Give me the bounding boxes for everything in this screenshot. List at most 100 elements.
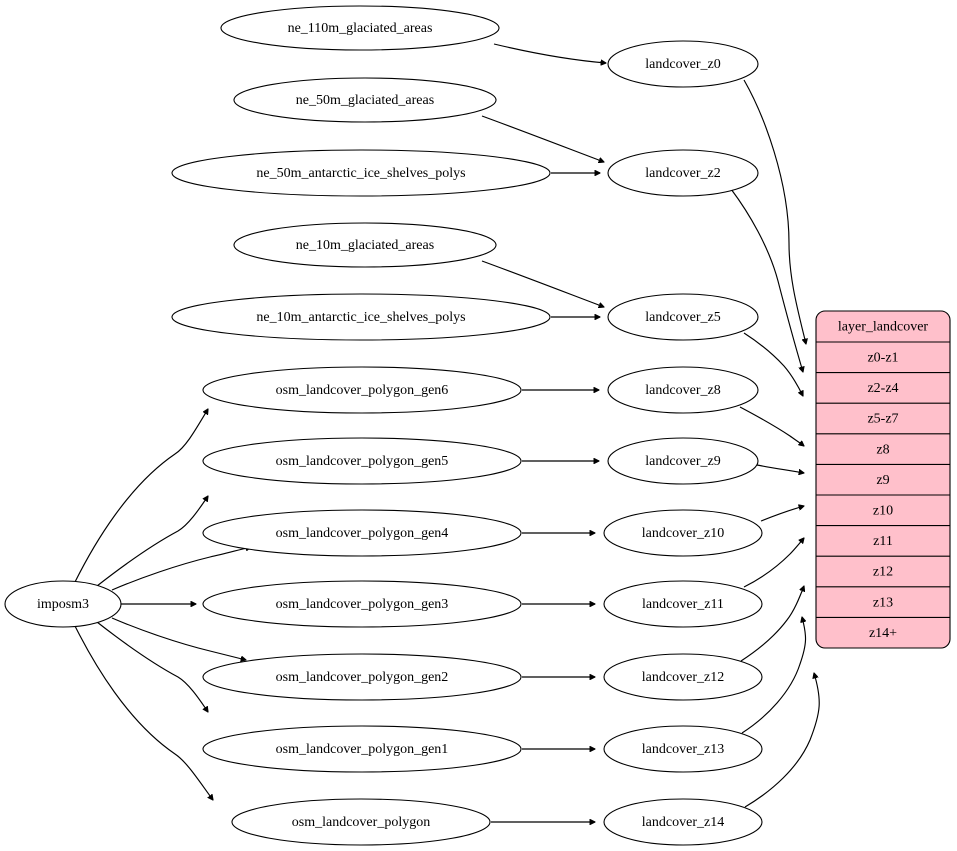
edge-landcover_z5-to-layer_landcover_row_2 [743, 332, 803, 396]
node-ne_10m_glaciated_areas[interactable]: ne_10m_glaciated_areas [233, 222, 497, 268]
node-shape-landcover_z11 [603, 580, 763, 628]
record-row-z13[interactable]: z13 [873, 595, 893, 610]
node-landcover_z5[interactable]: landcover_z5 [607, 293, 759, 341]
node-label-landcover_z10: landcover_z10 [642, 526, 724, 541]
edge-landcover_z11-to-layer_landcover_row_6 [743, 538, 804, 588]
node-label-osm_landcover_polygon_gen1: osm_landcover_polygon_gen1 [276, 742, 449, 757]
node-ne_110m_glaciated_areas[interactable]: ne_110m_glaciated_areas [220, 5, 500, 51]
edge-ne_110m_glaciated_areas-to-landcover_z0 [493, 43, 606, 63]
node-shape-ne_50m_glaciated_areas [233, 77, 497, 123]
node-osm_landcover_polygon_gen2[interactable]: osm_landcover_polygon_gen2 [202, 653, 522, 701]
node-landcover_z13[interactable]: landcover_z13 [603, 725, 763, 773]
node-shape-ne_10m_antarctic_ice_shelves_polys [171, 293, 551, 341]
edge-landcover_z14-to-layer_landcover_row_9 [744, 673, 820, 808]
record-row-z9[interactable]: z9 [876, 473, 889, 488]
node-shape-landcover_z5 [607, 293, 759, 341]
record-row-z11[interactable]: z11 [873, 534, 893, 549]
edge-landcover_z13-to-layer_landcover_row_8 [741, 617, 806, 734]
edge-landcover_z2-to-layer_landcover_row_1 [730, 188, 803, 372]
node-layer: ne_110m_glaciated_areas ne_50m_glaciated_… [4, 5, 763, 846]
node-ne_50m_glaciated_areas[interactable]: ne_50m_glaciated_areas [233, 77, 497, 123]
node-landcover_z8[interactable]: landcover_z8 [607, 366, 759, 414]
node-shape-landcover_z14 [603, 798, 763, 846]
node-shape-landcover_z2 [607, 149, 759, 197]
node-shape-landcover_z13 [603, 725, 763, 773]
edge-landcover_z0-to-layer_landcover_row_0 [743, 79, 806, 344]
node-label-osm_landcover_polygon_gen3: osm_landcover_polygon_gen3 [276, 597, 449, 612]
edge-landcover_z12-to-layer_landcover_row_7 [740, 586, 804, 662]
record-row-z12[interactable]: z12 [873, 565, 893, 580]
node-label-landcover_z5: landcover_z5 [645, 310, 720, 325]
record-row-z5-z7[interactable]: z5-z7 [867, 412, 898, 427]
record-row-z8[interactable]: z8 [876, 442, 889, 457]
node-label-landcover_z13: landcover_z13 [642, 742, 724, 757]
record-node-layer: layer_landcover z0-z1 z2-z4 z5-z7 z8 z9 z10 z11… [815, 310, 951, 649]
node-osm_landcover_polygon_gen1[interactable]: osm_landcover_polygon_gen1 [202, 725, 522, 773]
node-imposm3[interactable]: imposm3 [4, 580, 122, 628]
node-shape-osm_landcover_polygon_gen4 [202, 509, 522, 557]
edge-landcover_z10-to-layer_landcover_row_5 [760, 506, 804, 522]
record-row-z0-z1[interactable]: z0-z1 [867, 351, 898, 366]
node-landcover_z0[interactable]: landcover_z0 [607, 40, 759, 88]
node-label-landcover_z0: landcover_z0 [645, 57, 720, 72]
node-shape-ne_110m_glaciated_areas [220, 5, 500, 51]
node-label-landcover_z11: landcover_z11 [642, 597, 724, 612]
node-label-ne_50m_antarctic_ice_shelves_polys: ne_50m_antarctic_ice_shelves_polys [256, 166, 465, 181]
node-ne_50m_antarctic_ice_shelves_polys[interactable]: ne_50m_antarctic_ice_shelves_polys [171, 149, 551, 197]
node-label-ne_110m_glaciated_areas: ne_110m_glaciated_areas [288, 21, 433, 36]
record-row-z2-z4[interactable]: z2-z4 [867, 381, 898, 396]
node-landcover_z2[interactable]: landcover_z2 [607, 149, 759, 197]
node-shape-osm_landcover_polygon_gen5 [202, 437, 522, 485]
node-osm_landcover_polygon_gen6[interactable]: osm_landcover_polygon_gen6 [202, 366, 522, 414]
node-label-osm_landcover_polygon: osm_landcover_polygon [292, 815, 430, 830]
edge-landcover_z8-to-layer_landcover_row_3 [739, 406, 804, 446]
node-osm_landcover_polygon_gen5[interactable]: osm_landcover_polygon_gen5 [202, 437, 522, 485]
edge-imposm3-to-osm_landcover_polygon_gen5 [96, 496, 208, 587]
node-shape-landcover_z8 [607, 366, 759, 414]
edge-ne_50m_glaciated_areas-to-landcover_z2 [481, 115, 604, 162]
node-label-osm_landcover_polygon_gen2: osm_landcover_polygon_gen2 [276, 670, 449, 685]
edge-ne_10m_glaciated_areas-to-landcover_z5 [481, 260, 604, 307]
edge-imposm3-to-osm_landcover_polygon_gen2 [111, 617, 246, 660]
node-landcover_z12[interactable]: landcover_z12 [603, 653, 763, 701]
node-shape-osm_landcover_polygon [231, 798, 491, 846]
node-shape-landcover_z12 [603, 653, 763, 701]
node-landcover_z11[interactable]: landcover_z11 [603, 580, 763, 628]
node-osm_landcover_polygon[interactable]: osm_landcover_polygon [231, 798, 491, 846]
edge-imposm3-to-osm_landcover_polygon_gen6 [74, 409, 208, 583]
node-shape-imposm3 [4, 580, 122, 628]
node-label-landcover_z2: landcover_z2 [645, 166, 720, 181]
node-label-imposm3: imposm3 [37, 597, 89, 612]
node-shape-osm_landcover_polygon_gen1 [202, 725, 522, 773]
node-label-landcover_z9: landcover_z9 [645, 454, 720, 469]
edge-imposm3-to-osm_landcover_polygon_gen4 [111, 547, 251, 591]
record-row-z14+[interactable]: z14+ [869, 626, 897, 641]
node-label-landcover_z12: landcover_z12 [642, 670, 724, 685]
node-label-osm_landcover_polygon_gen5: osm_landcover_polygon_gen5 [276, 454, 449, 469]
node-label-osm_landcover_polygon_gen6: osm_landcover_polygon_gen6 [276, 383, 449, 398]
edge-landcover_z9-to-layer_landcover_row_4 [756, 464, 804, 473]
record-header-label: layer_landcover [838, 320, 929, 335]
node-shape-osm_landcover_polygon_gen3 [202, 580, 522, 628]
node-label-ne_10m_antarctic_ice_shelves_polys: ne_10m_antarctic_ice_shelves_polys [256, 310, 465, 325]
record-node-layer_landcover[interactable]: layer_landcover z0-z1 z2-z4 z5-z7 z8 z9 z10 z11… [815, 310, 951, 649]
node-osm_landcover_polygon_gen4[interactable]: osm_landcover_polygon_gen4 [202, 509, 522, 557]
edge-imposm3-to-osm_landcover_polygon_gen1 [96, 621, 208, 712]
node-ne_10m_antarctic_ice_shelves_polys[interactable]: ne_10m_antarctic_ice_shelves_polys [171, 293, 551, 341]
record-row-z10[interactable]: z10 [873, 504, 893, 519]
edge-imposm3-to-osm_landcover_polygon [74, 625, 213, 800]
node-shape-osm_landcover_polygon_gen2 [202, 653, 522, 701]
node-shape-ne_50m_antarctic_ice_shelves_polys [171, 149, 551, 197]
node-shape-landcover_z0 [607, 40, 759, 88]
node-landcover_z14[interactable]: landcover_z14 [603, 798, 763, 846]
node-landcover_z10[interactable]: landcover_z10 [603, 509, 763, 557]
node-osm_landcover_polygon_gen3[interactable]: osm_landcover_polygon_gen3 [202, 580, 522, 628]
node-shape-ne_10m_glaciated_areas [233, 222, 497, 268]
node-label-ne_50m_glaciated_areas: ne_50m_glaciated_areas [296, 93, 434, 108]
edge-layer [74, 43, 820, 822]
node-landcover_z9[interactable]: landcover_z9 [607, 437, 759, 485]
node-shape-osm_landcover_polygon_gen6 [202, 366, 522, 414]
node-shape-landcover_z9 [607, 437, 759, 485]
